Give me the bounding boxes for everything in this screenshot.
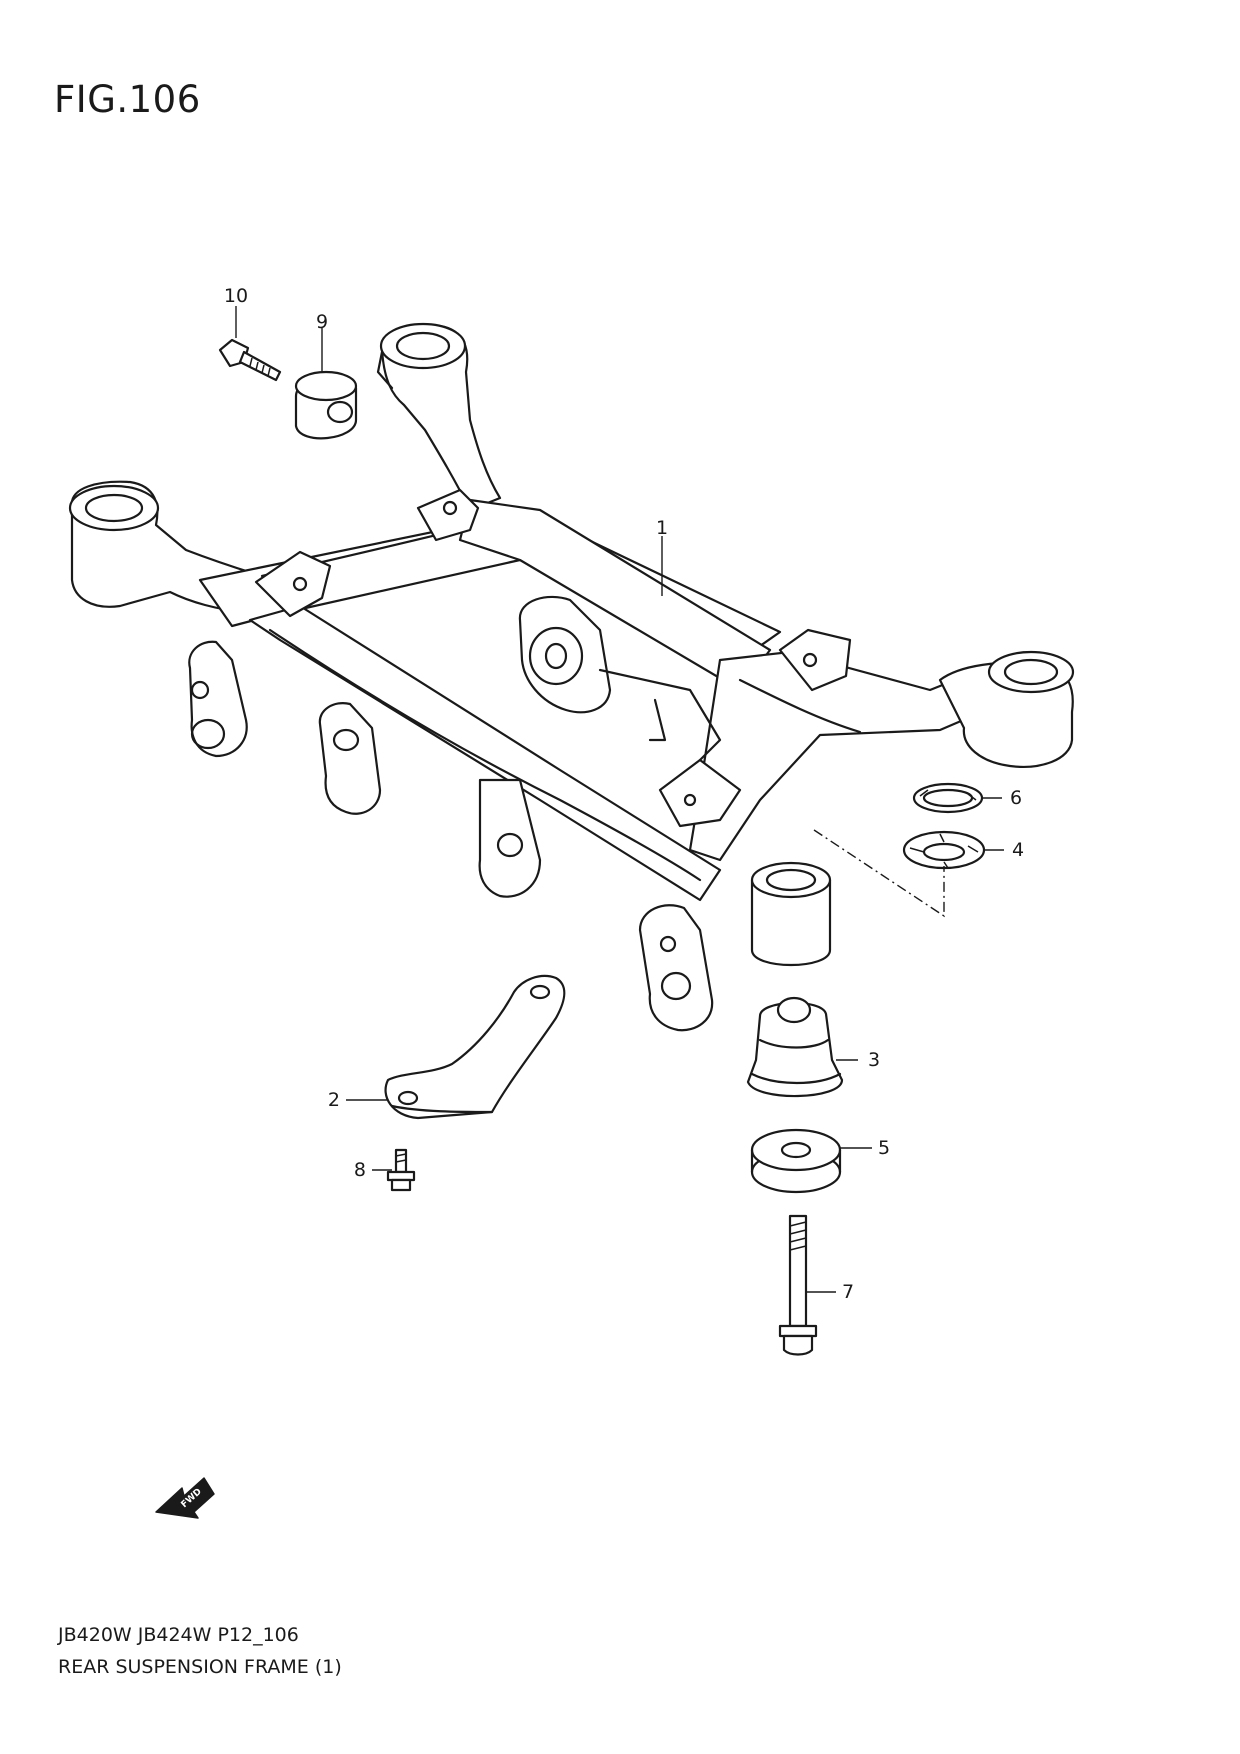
figure-title: FIG.106 bbox=[54, 78, 201, 121]
callout-2: 2 bbox=[328, 1089, 340, 1111]
part-1-suspension-frame bbox=[68, 322, 1075, 1032]
part-6-ring bbox=[912, 782, 984, 814]
callout-8: 8 bbox=[354, 1159, 366, 1181]
part-4-stopper bbox=[902, 830, 986, 870]
callout-6: 6 bbox=[1010, 787, 1022, 809]
part-10-bolt bbox=[218, 338, 282, 382]
part-5-seat bbox=[750, 1128, 842, 1194]
part-8-small-bolt bbox=[386, 1148, 416, 1192]
footer-model-code: JB420W JB424W P12_106 bbox=[58, 1624, 299, 1646]
callout-7: 7 bbox=[842, 1281, 854, 1303]
leader-lines bbox=[235, 306, 1004, 1293]
callout-10: 10 bbox=[224, 285, 248, 307]
callout-3: 3 bbox=[868, 1049, 880, 1071]
callout-5: 5 bbox=[878, 1137, 890, 1159]
footer-diagram-title: REAR SUSPENSION FRAME (1) bbox=[58, 1656, 342, 1678]
callout-9: 9 bbox=[316, 311, 328, 333]
callout-1: 1 bbox=[656, 517, 668, 539]
fwd-arrow-icon: FWD bbox=[155, 1477, 215, 1519]
part-3-rubber-mount bbox=[746, 996, 844, 1098]
callout-4: 4 bbox=[1012, 839, 1024, 861]
part-9-cushion bbox=[294, 370, 358, 440]
part-7-long-bolt bbox=[778, 1214, 818, 1356]
callouts: 10 9 1 2 8 3 5 6 4 7 bbox=[224, 285, 1024, 1303]
part-2-brace bbox=[384, 974, 566, 1120]
